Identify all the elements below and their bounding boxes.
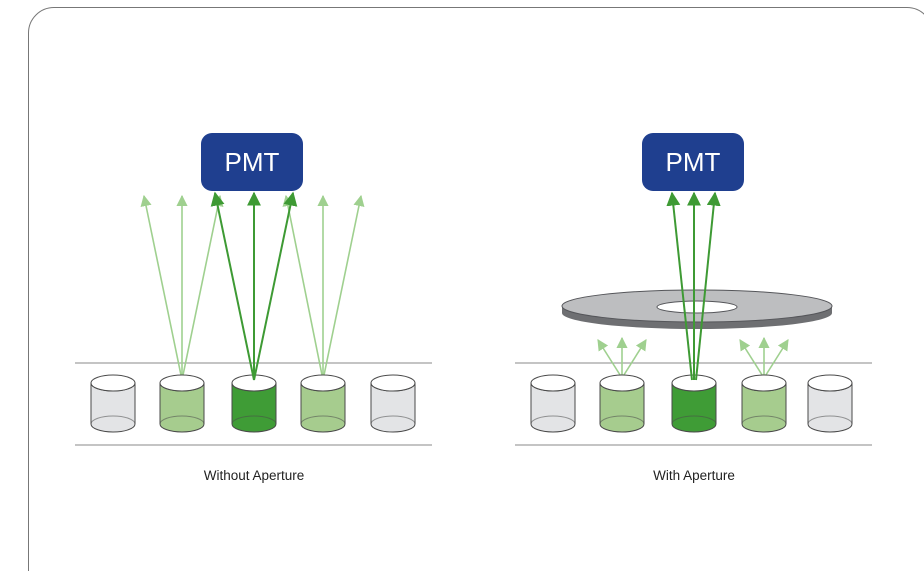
well-icon-empty bbox=[807, 374, 853, 433]
signal-light-arrows bbox=[210, 191, 298, 381]
well-row bbox=[530, 374, 853, 433]
well-icon-bright bbox=[231, 374, 277, 433]
aperture-disc-icon bbox=[561, 289, 833, 329]
well-icon-light bbox=[599, 374, 645, 433]
panel-caption: Without Aperture bbox=[204, 468, 305, 483]
stray-light-arrows bbox=[140, 194, 365, 381]
panel-caption: With Aperture bbox=[653, 468, 735, 483]
stray-light-arrows bbox=[597, 336, 789, 379]
well-icon-empty bbox=[90, 374, 136, 433]
well-icon-light bbox=[741, 374, 787, 433]
well-icon-light bbox=[300, 374, 346, 433]
pmt-detector: PMT bbox=[201, 133, 303, 191]
well-icon-empty bbox=[370, 374, 416, 433]
panel-with-aperture: PMT With Aperture bbox=[515, 133, 872, 483]
signal-light-arrows bbox=[666, 191, 721, 381]
pmt-label: PMT bbox=[666, 147, 721, 177]
panel-without-aperture: PMT Without Aperture bbox=[75, 133, 432, 483]
well-icon-bright bbox=[671, 374, 717, 433]
well-row bbox=[90, 374, 416, 433]
pmt-detector: PMT bbox=[642, 133, 744, 191]
pmt-label: PMT bbox=[225, 147, 280, 177]
well-icon-empty bbox=[530, 374, 576, 433]
diagram-frame bbox=[28, 7, 924, 571]
well-icon-light bbox=[159, 374, 205, 433]
